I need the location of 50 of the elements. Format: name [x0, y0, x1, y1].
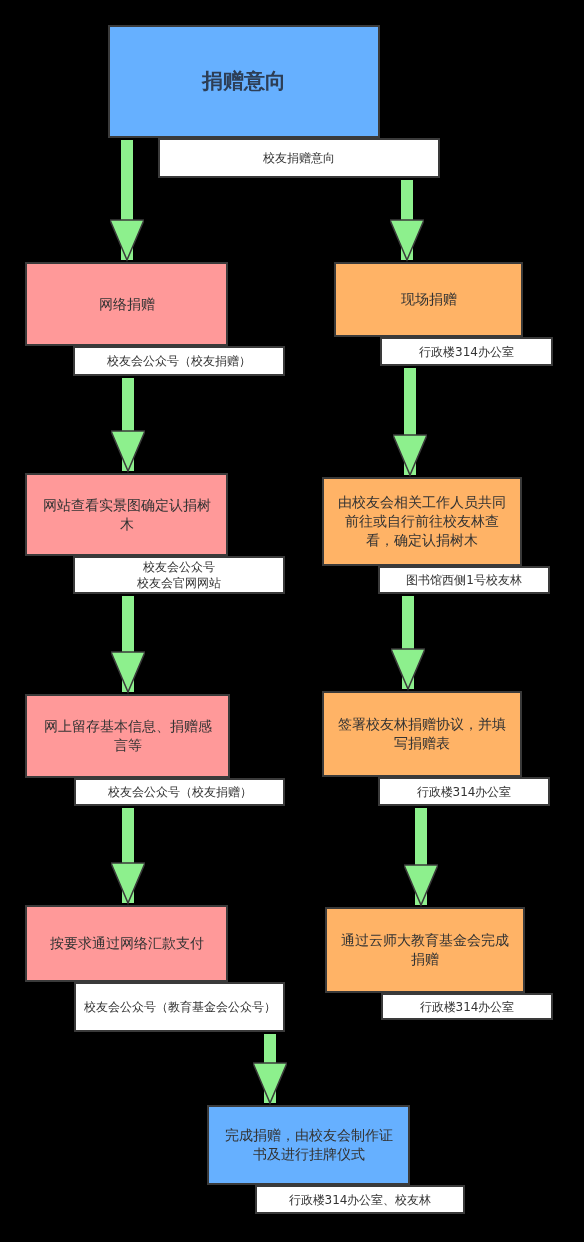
- process-box: [25, 694, 230, 778]
- process-box: [25, 905, 228, 982]
- tag-text: 行政楼314办公室: [419, 998, 515, 1015]
- tag-text: 校友会公众号（校友捐赠）: [107, 353, 251, 369]
- arrow: [109, 140, 145, 261]
- location-tag: [74, 778, 285, 806]
- step-text: 网络捐赠: [98, 294, 155, 314]
- arrow: [392, 368, 428, 476]
- step-text: 按要求通过网络汇款支付: [49, 934, 204, 953]
- process-box: [322, 477, 522, 566]
- tag-text: 校友捐赠意向: [263, 150, 335, 166]
- process-box: [325, 907, 525, 993]
- step-text: 网上留存基本信息、捐赠感言等: [42, 717, 213, 755]
- process-box: [25, 473, 228, 556]
- step-text: 网站查看实景图确定认捐树木: [41, 495, 212, 534]
- arrow: [110, 808, 146, 904]
- location-tag: [73, 346, 285, 376]
- step-text: 现场捐赠: [400, 290, 457, 309]
- process-box: [322, 691, 522, 777]
- location-tag: [255, 1185, 465, 1214]
- location-tag: [73, 556, 285, 594]
- arrow: [390, 596, 426, 690]
- arrow: [110, 378, 146, 472]
- process-box: [25, 262, 228, 346]
- step-text: 完成捐赠，由校友会制作证书及进行挂牌仪式: [223, 1126, 394, 1164]
- tag-text: 行政楼314办公室: [416, 783, 512, 800]
- process-box: [108, 25, 380, 138]
- title-text: 捐赠意向: [202, 72, 286, 91]
- location-tag: [378, 777, 550, 806]
- tag-text: 图书馆西侧1号校友林: [406, 572, 522, 588]
- arrow: [252, 1034, 288, 1104]
- arrow: [110, 596, 146, 693]
- step-text: 签署校友林捐赠协议，并填写捐赠表: [337, 715, 507, 753]
- location-tag: [380, 337, 553, 366]
- tag-text: 校友会公众号（校友捐赠）: [107, 784, 252, 800]
- location-tag: [381, 993, 553, 1020]
- tag-text: 校友会公众号: [143, 559, 215, 575]
- tag-text: 校友会官网网站: [137, 575, 221, 591]
- location-tag: [378, 566, 550, 594]
- location-tag: [158, 138, 440, 178]
- process-box: [207, 1105, 410, 1185]
- tag-text: 行政楼314办公室: [419, 343, 514, 360]
- arrow: [403, 808, 439, 906]
- arrow: [389, 180, 425, 261]
- process-box: [334, 262, 523, 337]
- step-text: 通过云师大教育基金会完成捐赠: [340, 931, 510, 969]
- location-tag: [74, 982, 285, 1032]
- tag-text: 行政楼314办公室、校友林: [288, 1191, 432, 1208]
- tag-text: 校友会公众号（教育基金会公众号）: [83, 999, 276, 1015]
- step-text: 由校友会相关工作人员共同前往或自行前往校友林查看，确定认捐树木: [337, 493, 507, 550]
